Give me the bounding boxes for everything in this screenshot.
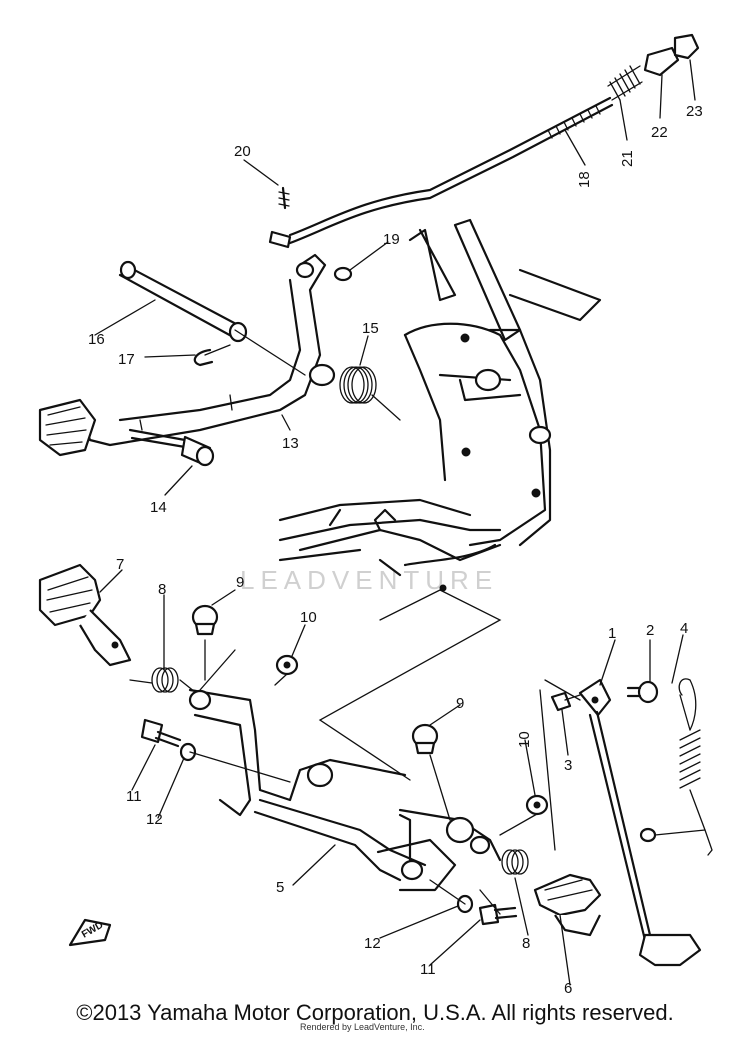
washer-left xyxy=(275,654,299,676)
callout-4: 4 xyxy=(680,620,688,637)
adjusting-nut xyxy=(673,33,700,60)
bolt-right xyxy=(478,903,518,926)
callout-22: 22 xyxy=(651,124,668,141)
callout-11-right: 11 xyxy=(420,961,436,978)
pedal-shaft xyxy=(118,260,248,343)
callout-8-bottom: 8 xyxy=(522,935,530,952)
bolt-left xyxy=(140,718,182,748)
footrest-right xyxy=(533,873,602,937)
footrest-left xyxy=(38,563,132,667)
callout-17: 17 xyxy=(118,351,135,368)
brake-rod xyxy=(288,96,614,245)
callout-1: 1 xyxy=(608,625,616,642)
side-stand-nut xyxy=(550,691,572,712)
assembly-lines xyxy=(179,329,581,915)
brake-pedal-tread xyxy=(38,398,97,457)
callout-9-right: 9 xyxy=(456,695,464,712)
watermark: LEADVENTURE xyxy=(240,565,499,595)
circlip xyxy=(193,348,214,367)
callout-21: 21 xyxy=(619,150,636,167)
callout-9-top: 9 xyxy=(236,574,244,591)
callout-5: 5 xyxy=(276,879,284,896)
callout-10-right: 10 xyxy=(516,731,533,748)
callout-7: 7 xyxy=(116,556,124,573)
callout-16: 16 xyxy=(88,331,105,348)
callout-12-left: 12 xyxy=(146,811,163,828)
side-stand-bolt xyxy=(626,680,659,704)
pin-with-collar xyxy=(128,428,215,467)
callout-2: 2 xyxy=(646,622,654,639)
rod-spring xyxy=(607,65,643,101)
washer-right xyxy=(525,794,549,816)
return-spring xyxy=(339,366,401,421)
side-stand xyxy=(578,678,702,967)
frame xyxy=(278,218,602,592)
washer-12-left xyxy=(179,742,197,762)
callout-18: 18 xyxy=(576,171,593,188)
callout-11-left: 11 xyxy=(126,788,142,805)
callout-19: 19 xyxy=(383,231,400,248)
callout-15: 15 xyxy=(362,320,379,337)
callout-12-right: 12 xyxy=(364,935,381,952)
side-stand-spring xyxy=(639,678,713,856)
rendered-by-notice: Rendered by LeadVenture, Inc. xyxy=(300,1022,425,1032)
footrest-spring-left xyxy=(129,667,179,693)
pin-left xyxy=(191,604,219,636)
cotter-pin xyxy=(278,186,290,210)
callout-14: 14 xyxy=(150,499,167,516)
callout-6: 6 xyxy=(564,980,572,997)
clevis-pin xyxy=(268,230,292,249)
callout-20: 20 xyxy=(234,143,251,160)
footrest-spring-right xyxy=(501,849,529,875)
main-stand xyxy=(188,688,502,892)
callout-leaders xyxy=(94,59,696,986)
brake-pedal xyxy=(83,253,336,447)
callout-labels: 20 19 15 16 17 13 14 18 21 22 23 7 8 9 1… xyxy=(88,103,703,997)
rod-joint xyxy=(643,46,680,77)
washer xyxy=(333,266,353,282)
pin-right xyxy=(411,723,439,755)
callout-3: 3 xyxy=(564,757,572,774)
fwd-arrow-icon: FWD xyxy=(68,918,112,947)
copyright-notice: ©2013 Yamaha Motor Corporation, U.S.A. A… xyxy=(76,1000,674,1025)
callout-13: 13 xyxy=(282,435,299,452)
callout-23: 23 xyxy=(686,103,703,120)
callout-10-top: 10 xyxy=(300,609,317,626)
callout-8-top: 8 xyxy=(158,581,166,598)
